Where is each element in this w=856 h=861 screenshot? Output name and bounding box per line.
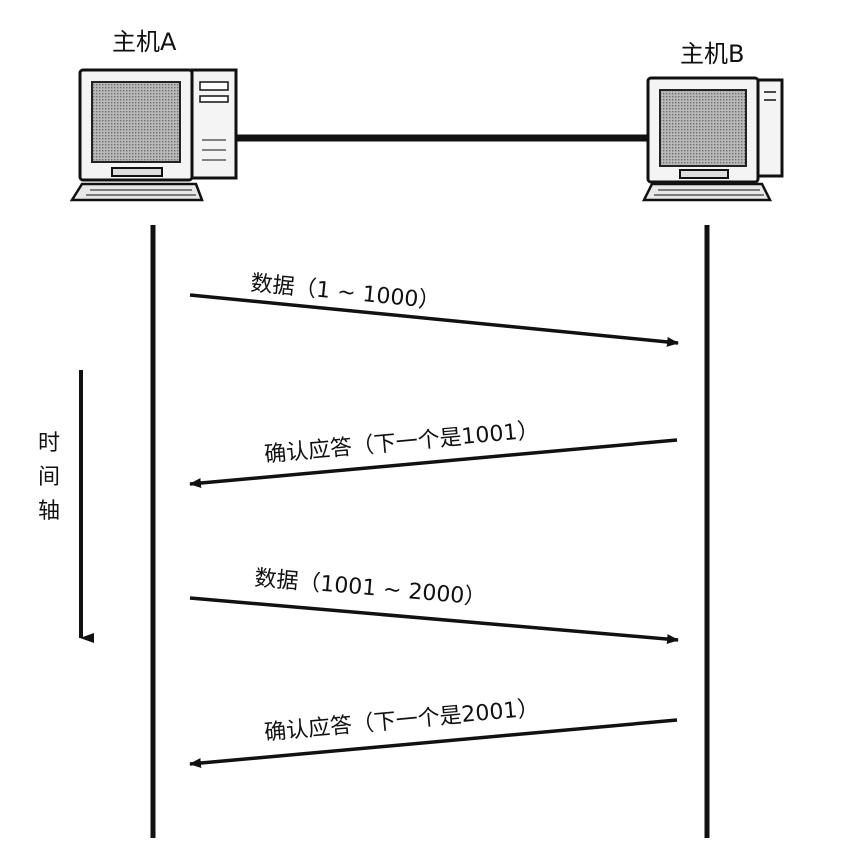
message-arrow-4 — [189, 718, 678, 768]
time-axis-label-char-2: 间 — [38, 465, 60, 490]
host-a-label: 主机A — [112, 28, 177, 56]
message-label-3: 数据（1001 ~ 2000） — [253, 566, 487, 611]
message-label-2: 确认应答（下一个是1001） — [263, 418, 540, 468]
message-arrow-1 — [189, 293, 679, 347]
time-axis-label-char-3: 轴 — [38, 499, 60, 524]
message-label-1: 数据（1 ~ 1000） — [249, 271, 441, 314]
host-b-label: 主机B — [680, 40, 744, 68]
message-arrow-3 — [189, 596, 679, 645]
host-b-computer-icon — [641, 76, 784, 202]
message-arrow-2 — [189, 438, 678, 488]
host-a-computer-icon — [69, 68, 238, 202]
message-label-4: 确认应答（下一个是2001） — [263, 696, 540, 746]
time-axis-label-char-1: 时 — [38, 431, 60, 456]
